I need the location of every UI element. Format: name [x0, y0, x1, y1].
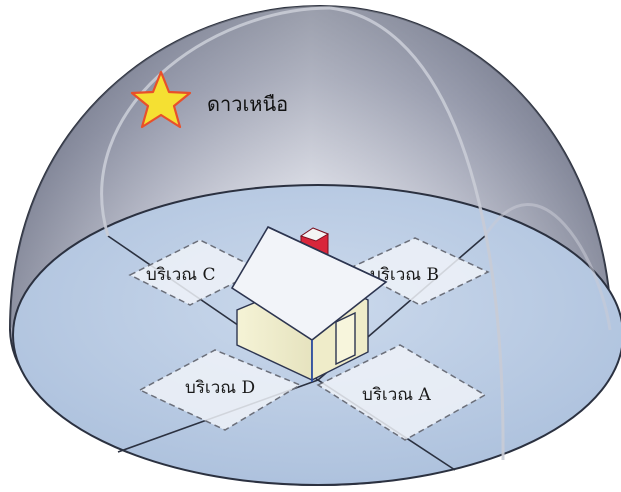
area-label-a: บริเวณ A	[362, 385, 431, 405]
house-door	[336, 313, 355, 364]
area-label-d: บริเวณ D	[185, 378, 255, 398]
star-label: ดาวเหนือ	[207, 92, 288, 116]
area-label-c: บริเวณ C	[146, 265, 215, 285]
